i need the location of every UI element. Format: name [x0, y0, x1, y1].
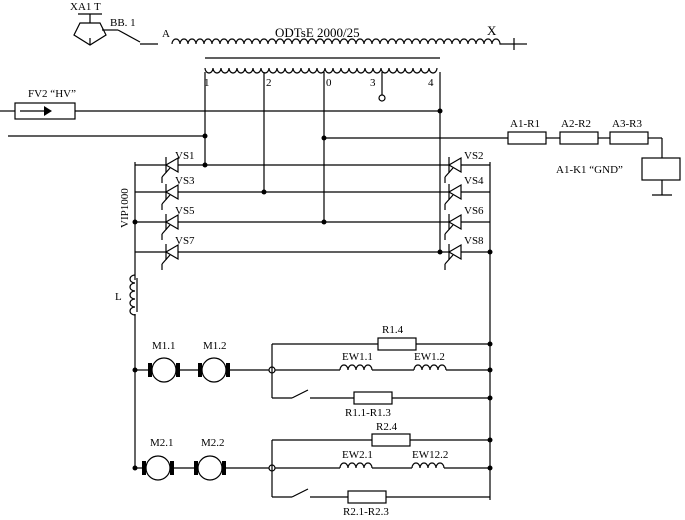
m21-label: M2.1 — [150, 437, 174, 449]
thyristor-vs5 — [161, 213, 179, 240]
r24-label: R2.4 — [376, 421, 398, 433]
vs3-label: VS3 — [175, 175, 195, 187]
tap-wires — [204, 72, 441, 252]
a1k1-label: A1-K1 “GND” — [556, 164, 623, 176]
xa1-label: XA1 T — [70, 1, 101, 13]
vs5-label: VS5 — [175, 205, 195, 217]
thyristor-vs8 — [444, 243, 462, 270]
vs7-label: VS7 — [175, 235, 195, 247]
a1r1-label: A1-R1 — [510, 118, 540, 130]
fv2-arrester — [0, 102, 443, 120]
thyristor-vs1 — [161, 156, 179, 183]
tap-2-label: 2 — [266, 77, 272, 89]
pantograph — [73, 13, 118, 46]
vip-label: VIP1000 — [119, 188, 131, 228]
vs2-label: VS2 — [464, 150, 484, 162]
tap-0-label: 0 — [326, 77, 332, 89]
thyristor-vs2 — [444, 156, 462, 183]
transformer-secondary-winding — [204, 67, 438, 74]
transformer-label: ODTsE 2000/25 — [275, 25, 360, 40]
a-label: A — [162, 28, 170, 40]
main-switch — [117, 29, 158, 45]
l-label: L — [115, 291, 122, 303]
rectifier-bridge — [132, 162, 493, 500]
ew12-label: EW1.2 — [414, 351, 445, 363]
vs8-label: VS8 — [464, 235, 484, 247]
r14-label: R1.4 — [382, 324, 404, 336]
motor-group-1 — [135, 337, 493, 405]
tap-1-label: 1 — [204, 77, 210, 89]
a2r2-label: A2-R2 — [561, 118, 591, 130]
thyristor-vs4 — [444, 183, 462, 210]
tap-4-label: 4 — [428, 77, 434, 89]
ground-top — [502, 38, 527, 50]
x-label: X — [487, 23, 497, 38]
transformer-primary-winding — [171, 38, 502, 45]
thyristor-group — [161, 156, 462, 270]
m11-label: M1.1 — [152, 340, 176, 352]
motor-group-2 — [135, 433, 493, 504]
a3r3-label: A3-R3 — [612, 118, 642, 130]
vs1-label: VS1 — [175, 150, 195, 162]
thyristor-vs3 — [161, 183, 179, 210]
vs4-label: VS4 — [464, 175, 484, 187]
r11r13-label: R1.1-R1.3 — [345, 407, 391, 419]
fv2-label: FV2 “HV” — [28, 88, 76, 100]
thyristor-vs7 — [161, 243, 179, 270]
ew122-label: EW12.2 — [412, 449, 448, 461]
tap-3-label: 3 — [370, 77, 376, 89]
m12-label: M1.2 — [203, 340, 227, 352]
ew21-label: EW2.1 — [342, 449, 373, 461]
vv1-label: BB. 1 — [110, 17, 136, 29]
smoothing-reactor-l — [129, 274, 136, 316]
ground-relay-branch — [321, 131, 681, 196]
r21r23-label: R2.1-R2.3 — [343, 506, 389, 518]
ew11-label: EW1.1 — [342, 351, 373, 363]
vs6-label: VS6 — [464, 205, 484, 217]
thyristor-vs6 — [444, 213, 462, 240]
m22-label: M2.2 — [201, 437, 225, 449]
